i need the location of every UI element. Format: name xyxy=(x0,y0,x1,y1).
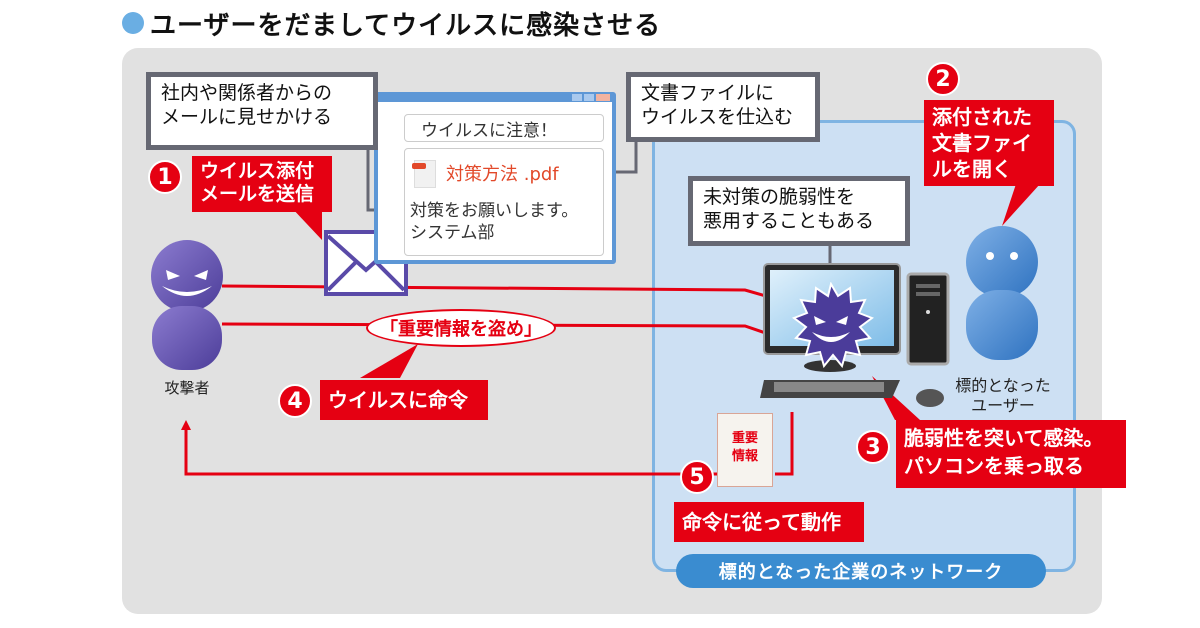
callout-line: ウイルスを仕込む xyxy=(641,106,794,128)
step-3-badge: 3 xyxy=(856,430,890,464)
step-2-label: 添付された 文書ファイ ルを開く xyxy=(924,100,1054,186)
step4-tail xyxy=(360,344,418,378)
window-maximize-icon xyxy=(584,94,594,101)
command-speech-bubble: 「重要情報を盗め」 xyxy=(366,309,556,347)
callout-line: メールに見せかける xyxy=(161,106,333,128)
network-label: 標的となった企業のネットワーク xyxy=(676,554,1046,588)
step-3-label: 脆弱性を突いて感染。 パソコンを乗っ取る xyxy=(896,420,1126,488)
target-user-label: 標的となった ユーザー xyxy=(938,376,1068,416)
callout-line: 悪用することもある xyxy=(703,210,875,232)
step-5-label: 命令に従って動作 xyxy=(674,502,864,542)
callout-vulnerability: 未対策の脆弱性を 悪用することもある xyxy=(688,176,910,246)
target-user-icon xyxy=(966,226,1038,360)
doc-line: 情報 xyxy=(731,449,758,464)
step-line: ルを開く xyxy=(932,157,1012,181)
step-1-badge: 1 xyxy=(148,160,182,194)
step-4-badge: 4 xyxy=(278,384,312,418)
email-body: 対策をお願いします。 システム部 xyxy=(410,200,578,244)
stolen-document-icon: 重要 情報 xyxy=(717,413,773,487)
callout-disguise: 社内や関係者からの メールに見せかける xyxy=(146,72,378,150)
step-line: パソコンを乗っ取る xyxy=(904,454,1084,478)
diagram-title: ユーザーをだましてウイルスに感染させる xyxy=(122,6,662,41)
step1-tail xyxy=(290,206,322,240)
attacker-icon xyxy=(151,240,223,370)
doc-line: 重要 xyxy=(731,431,758,446)
callout-line: 社内や関係者からの xyxy=(161,82,333,104)
pdf-file-icon xyxy=(412,160,436,188)
email-body-line: システム部 xyxy=(410,223,495,243)
step-line: 脆弱性を突いて感染。 xyxy=(904,426,1104,450)
step2-tail xyxy=(1002,184,1040,226)
email-body-line: 対策をお願いします。 xyxy=(410,201,579,221)
step-1-label: ウイルス添付 メールを送信 xyxy=(192,156,332,212)
callout-line: 未対策の脆弱性を xyxy=(703,186,856,208)
arrow-email-to-pc xyxy=(221,284,804,310)
step-4-label: ウイルスに命令 xyxy=(320,380,488,420)
email-body-box xyxy=(404,148,604,256)
step-line: 添付された xyxy=(932,105,1032,129)
title-bullet-icon xyxy=(122,12,144,34)
title-text: ユーザーをだましてウイルスに感染させる xyxy=(150,10,662,41)
email-attachment[interactable]: 対策方法 .pdf xyxy=(446,164,559,185)
window-close-icon xyxy=(596,94,610,101)
callout-embed: 文書ファイルに ウイルスを仕込む xyxy=(626,72,820,142)
step-5-badge: 5 xyxy=(680,460,714,494)
step-line: 文書ファイ xyxy=(932,131,1032,155)
label-line: 標的となった xyxy=(955,376,1051,395)
callout-line: 文書ファイルに xyxy=(641,82,775,104)
arrow-data-to-attacker xyxy=(186,412,794,476)
step-line: ウイルス添付 xyxy=(200,160,315,182)
label-line: ユーザー xyxy=(971,396,1035,415)
attacker-label: 攻撃者 xyxy=(164,379,210,397)
step-line: メールを送信 xyxy=(200,183,315,205)
window-minimize-icon xyxy=(572,94,582,101)
email-subject: ウイルスに注意！ xyxy=(404,114,604,142)
step-2-badge: 2 xyxy=(926,62,960,96)
virus-icon xyxy=(791,282,874,368)
